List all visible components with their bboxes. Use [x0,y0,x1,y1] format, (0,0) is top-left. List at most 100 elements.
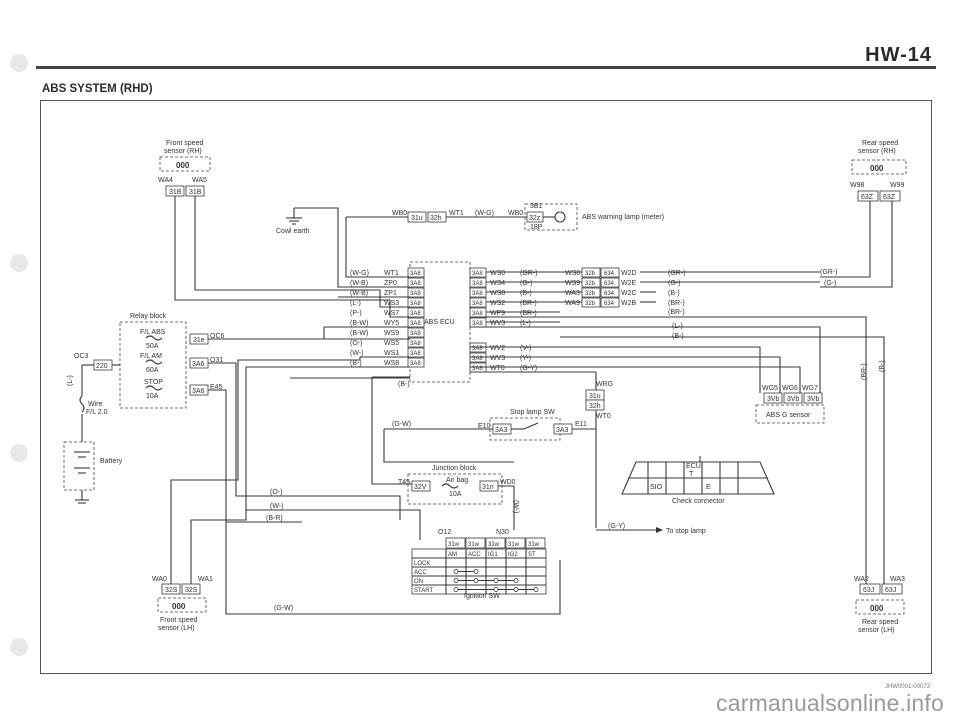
front-speed-sensor-lh-glyph: 000 [172,602,186,611]
connector-3vb-c: 3Vb [807,396,820,403]
diagram-frame [40,100,932,674]
junction-block-label: Junction block [432,465,477,472]
rear-conn-a-1: 32b [585,281,596,287]
page-code: HW-14 [865,44,932,66]
ecu-left-wire-9: (B-) [350,360,362,367]
ecu-left-wire-6: (B-W) [350,330,368,337]
abs-g-sensor: WG5 WG6 WG7 3Vb 3Vb 3Vb ABS G sensor [755,385,825,424]
stop-lamp-switch: Stop lamp SW E10 3A3 3A3 E11 (G-W) [384,409,596,441]
ecu-right-pin-8: WT0 [490,365,505,372]
rear-conn-wire-0: (GR-) [668,270,686,277]
connector-wa2: WA2 [854,576,869,583]
ecu-left-code-5: 3A8 [410,321,421,327]
rear-conn-b-3: 634 [604,301,615,307]
stop-fuse-rating: 10A [146,393,159,400]
connector-3a6: 3A6 [192,361,205,368]
ecu-right-pin-6: WV2 [490,345,505,352]
ecu-right-code-7: 3A8 [472,356,483,362]
rear-speed-sensor-lh: WA2 WA3 63J 63J 000 Rear speed sensor (L… [854,576,905,634]
ecu-right-wire-8: (G-Y) [520,365,537,372]
ecu-right-code-6: 3A8 [472,346,483,352]
ecu-left-wire-0: (W-G) [350,270,369,277]
rear-conn-name-0: WS8 [565,270,580,277]
connector-32v: 32V [414,484,427,491]
abs-ecu-label: ABS ECU [424,319,455,326]
connector-wt0: WT0 [596,413,611,420]
wrg-connector: WRG 31u 32h WT0 [585,372,613,528]
connector-wg7: WG7 [802,385,818,392]
ecu-left-pin-5: WY5 [384,320,399,327]
connector-w98: W98 [850,182,865,189]
wire-w-lower: (W-) [270,503,283,510]
ecu-left-box-0 [407,267,425,278]
front-speed-sensor-lh: WA0 WA1 32S 32S 000 Front speed sensor (… [152,576,213,632]
ignition-sw-label: Ignition SW [464,593,500,600]
ecu-right-code-1: 3A8 [472,281,483,287]
abs-warning-lamp-circuit: WB0 31u 32h WT1 (W-G) WB0 3B1 32z 18P AB… [346,203,664,231]
drawing-code: JHW0001-00073 [884,684,930,690]
connector-wa3: WA3 [890,576,905,583]
connector-3b1: 3B1 [530,203,543,210]
right-wire-br: (BR-) [668,309,685,316]
connector-wrg: WRG [596,381,613,388]
connector-wd0: WD0 [500,479,516,486]
ecu-left-code-1: 3A8 [410,281,421,287]
ecu-right-pin-4: WP9 [490,310,505,317]
stop-lamp-sw-label: Stop lamp SW [510,409,555,416]
to-stop-lamp: (G-Y) To stop lamp [596,523,706,535]
ecu-right-pin-7: WV3 [490,355,505,362]
ecu-left-code-8: 3A8 [410,351,421,357]
front-speed-sensor-lh-label-2: sensor (LH) [158,625,195,632]
ecu-right-wire-5: (L-) [520,320,531,327]
ecu-left-code-0: 3A8 [410,271,421,277]
ecu-left-pin-4: WS7 [384,310,399,317]
rear-conn-a-0: 32b [585,271,596,277]
rear-conn-name-3: WA9 [565,300,580,307]
rear-speed-sensor-lh-label-2: sensor (LH) [858,627,895,634]
ecu-left-code-9: 3A8 [410,361,421,367]
connector-32s-b: 32S [185,587,198,594]
ecu-left-pin-9: WS8 [384,360,399,367]
abs-g-sensor-label: ABS G sensor [766,412,811,419]
check-sio-label: SIO [650,484,663,491]
ecu-left-wire-4: (P-) [350,310,362,317]
connector-32s-a: 32S [165,587,178,594]
connector-31b-a: 31B [169,189,182,196]
far-right-wire-g: (G-) [824,280,836,287]
ign-conn-31w-0: 31w [448,542,460,548]
ecu-left-box-9 [407,357,425,368]
rear-speed-sensor-rh-glyph: 000 [870,164,884,173]
connector-wb0: WB0 [392,210,407,217]
abs-warning-lamp-label: ABS warning lamp (meter) [582,214,664,221]
connector-3a3: 3A3 [495,427,508,434]
front-speed-sensor-lh-label-1: Front speed [160,617,197,624]
rear-conn-b-2: 634 [604,291,615,297]
ecu-right-pin-5: WV3 [490,320,505,327]
connector-t45: T45 [398,479,410,486]
ecu-right-code-8: 3A8 [472,366,483,372]
connector-31b-b: 31B [189,189,202,196]
ecu-right-code-0: 3A8 [472,271,483,277]
header-rule [36,66,936,69]
rear-speed-sensor-rh-label-2: sensor (RH) [858,148,896,155]
binder-hole-2 [10,254,28,272]
ecu-left-code-6: 3A8 [410,331,421,337]
ecu-right-code-4: 3A8 [472,311,483,317]
connector-wa0: WA0 [152,576,167,583]
rear-conn-wire-3: (BR-) [668,300,685,307]
front-speed-sensor-rh-glyph: 000 [176,161,190,170]
connector-63z-a: 63Z [861,194,874,201]
connector-oc3: OC3 [74,353,89,360]
connector-o12: O12 [438,529,451,536]
wire-b-r-lower: (B-R) [266,515,283,522]
check-ecu-label: ECU [686,463,701,470]
rear-conn-a-2: 32b [585,291,596,297]
rear-conn-out-1: W2E [621,280,637,287]
ecu-right-pin-0: WS0 [490,270,505,277]
rear-conn-name-2: WA3 [565,290,580,297]
ign-col-4: ST [528,552,536,558]
page-title: ABS SYSTEM (RHD) [42,83,153,95]
ecu-left-box-7 [407,337,425,348]
ecu-left-wire-2: (W-B) [350,290,368,297]
